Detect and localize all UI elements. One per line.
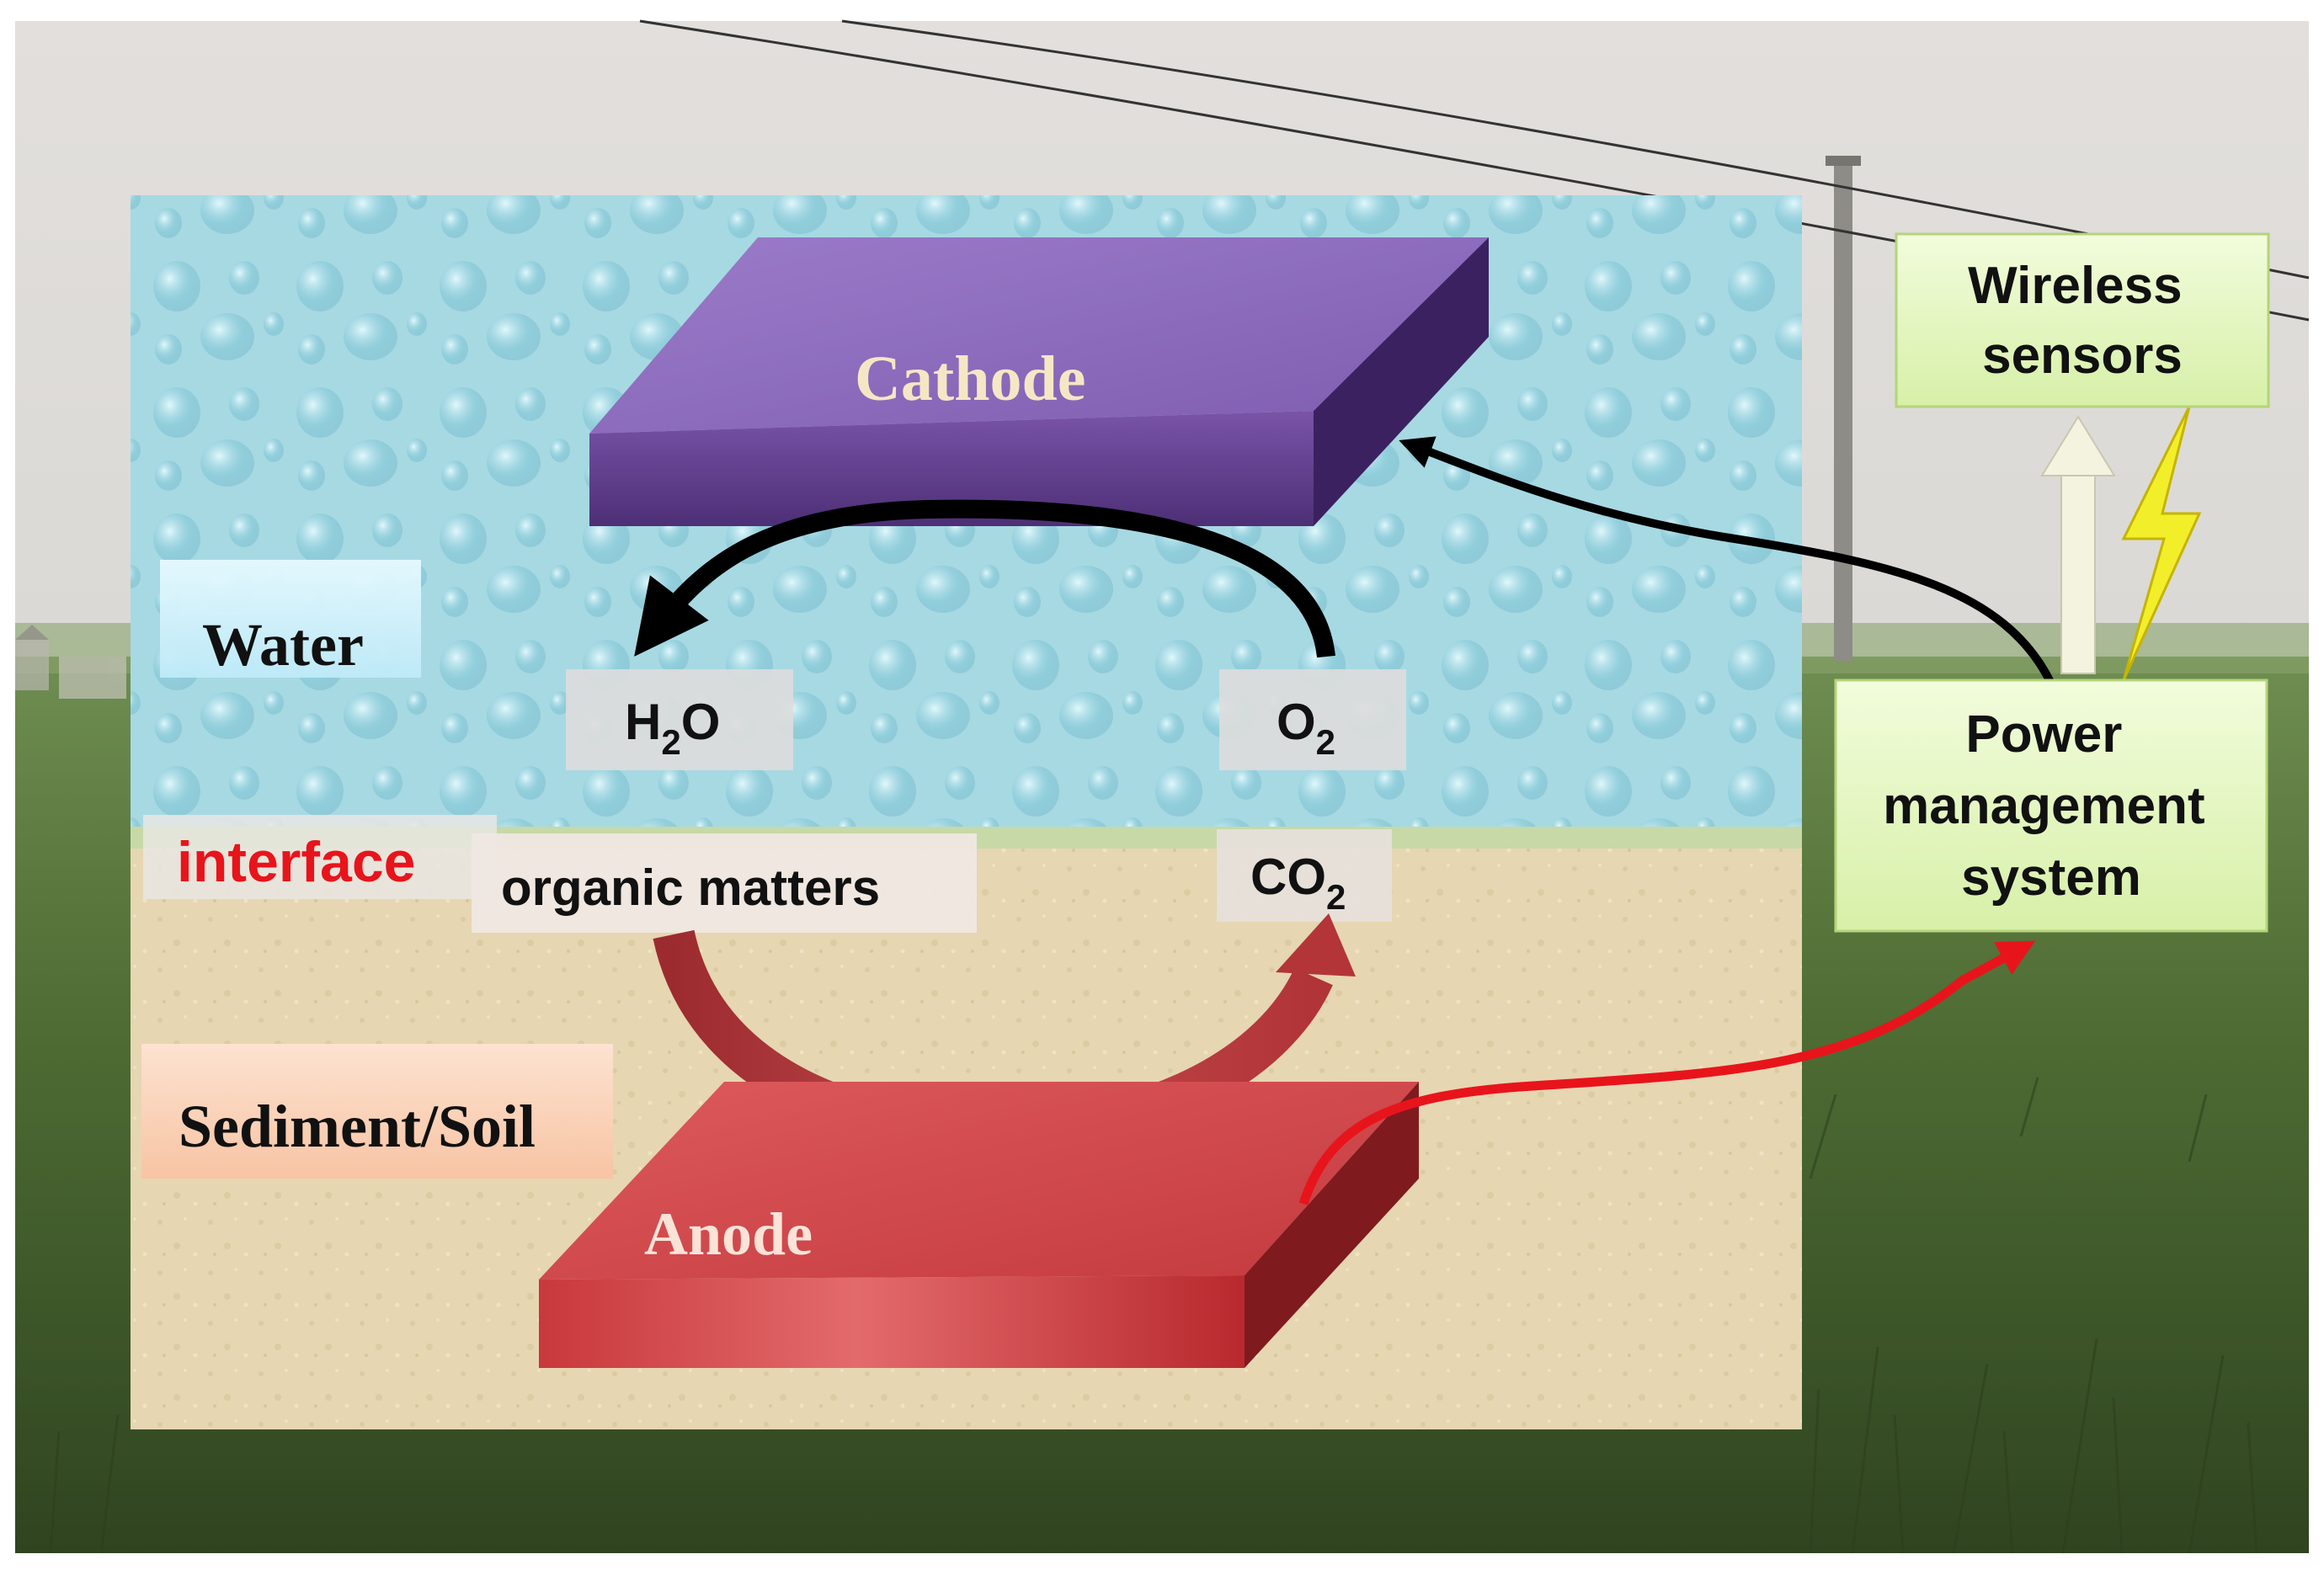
- co2-box: CO2: [1217, 829, 1392, 922]
- co2-label: CO2: [1250, 849, 1346, 917]
- cathode-wire: [1399, 436, 2055, 684]
- anode-plate: Anode: [539, 1082, 1419, 1368]
- sediment-label: Sediment/Soil: [179, 1093, 536, 1160]
- power-to-sensors-arrow: [2040, 415, 2116, 674]
- water-label: Water: [202, 611, 364, 679]
- power-management-box: Power management system: [1834, 679, 2268, 933]
- organic-matters-label: organic matters: [501, 860, 880, 916]
- grass-texture: [49, 1077, 2258, 1554]
- houses: [15, 625, 126, 699]
- wireless-sensors-label: Wireless sensors: [1968, 257, 2197, 385]
- cathode-reaction-arrow: [634, 499, 1335, 658]
- utility-pole: [1826, 156, 1861, 661]
- h2o-label: H2O: [625, 694, 720, 762]
- anode-wire: [1298, 940, 2036, 1205]
- water-label-box: Water: [160, 560, 421, 679]
- cathode-label: Cathode: [855, 343, 1085, 414]
- sediment-label-box: Sediment/Soil: [141, 1044, 613, 1179]
- h2o-box: H2O: [566, 669, 793, 770]
- cathode-plate: Cathode: [589, 237, 1489, 526]
- o2-label: O2: [1277, 694, 1335, 762]
- anode-label: Anode: [644, 1200, 813, 1268]
- interface-label: interface: [177, 830, 415, 894]
- o2-box: O2: [1219, 669, 1406, 770]
- wireless-sensors-box: Wireless sensors: [1895, 232, 2270, 408]
- power-management-label: Power management system: [1883, 705, 2220, 907]
- interface-label-box: [143, 815, 497, 899]
- organic-matters-box: organic matters: [472, 833, 977, 933]
